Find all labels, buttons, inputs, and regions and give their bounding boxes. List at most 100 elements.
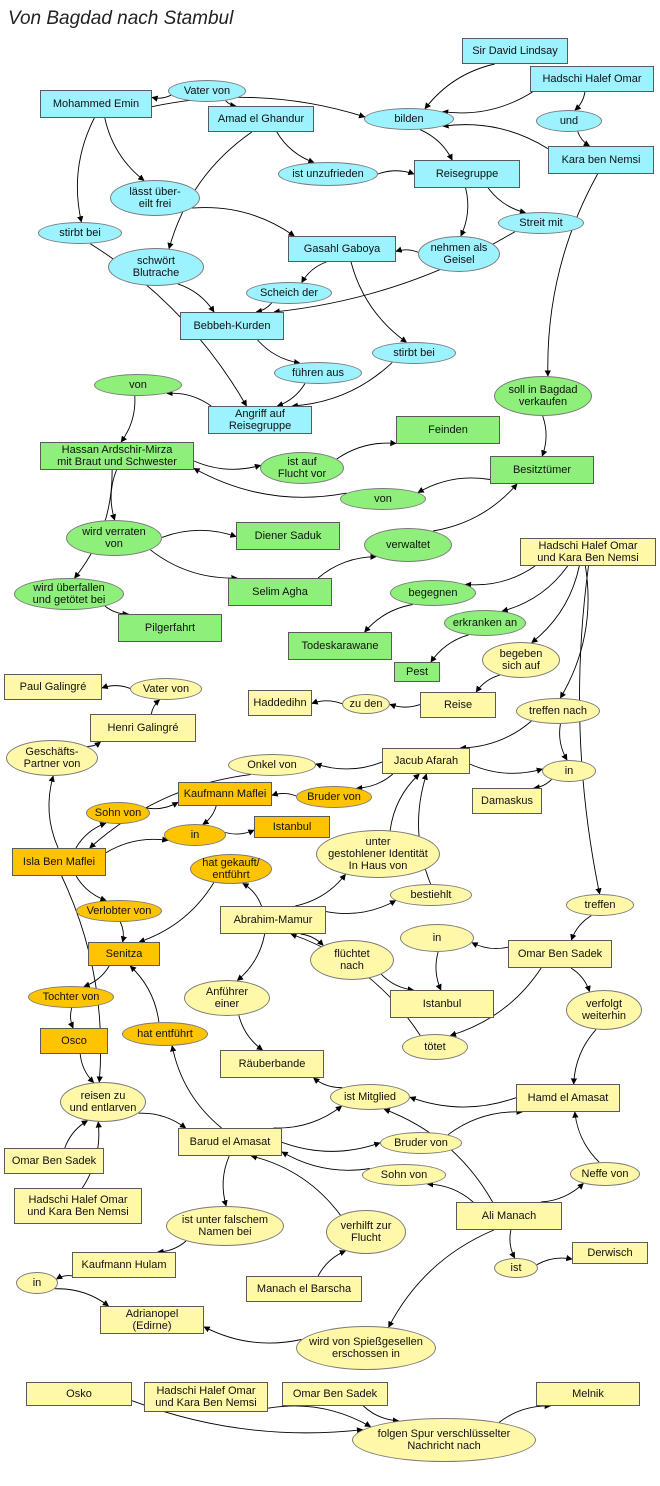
edge-hadschi-kara-1-to-begeben-sich-auf xyxy=(531,565,580,644)
edge-geschaeftspartner-to-henri-galingre xyxy=(87,741,101,748)
edge-omar-sadek-1-to-toetet xyxy=(449,967,542,1037)
node-besitztuemer: Besitztümer xyxy=(490,456,594,484)
edge-isla-to-reisen-zu xyxy=(61,875,103,1083)
node-hat-gekauft: hat gekauft/ entführt xyxy=(190,854,272,884)
edge-abrahim-to-unter-identitaet xyxy=(295,873,346,907)
node-stirbt-bei-2: stirbt bei xyxy=(372,342,456,364)
edge-kaufmann-maflei-to-in-2 xyxy=(202,805,217,825)
edge-reisegruppe-to-nehmen-als-geisel xyxy=(460,187,469,237)
edge-reisegruppe-to-streit-mit xyxy=(487,187,527,215)
node-abrahim: Abrahim-Mamur xyxy=(220,906,326,934)
node-damaskus: Damaskus xyxy=(472,788,542,814)
edge-wird-erschossen-to-adrianopel xyxy=(203,1326,302,1344)
node-treffen: treffen xyxy=(566,894,634,916)
edge-nehmen-als-geisel-to-gasahl xyxy=(395,246,419,253)
node-bebbeh: Bebbeh-Kurden xyxy=(180,312,284,340)
edge-sir-david-to-bilden xyxy=(424,63,495,110)
node-angriff: Angriff auf Reisegruppe xyxy=(208,406,312,434)
edge-vater-von-1-to-amad xyxy=(225,100,237,109)
node-osko: Osko xyxy=(26,1382,132,1406)
node-pilgerfahrt: Pilgerfahrt xyxy=(118,614,222,642)
edge-ist-mitglied-to-raeuberbande xyxy=(313,1077,343,1089)
node-todeskarawane: Todeskarawane xyxy=(288,632,392,660)
node-reisen-zu: reisen zu und entlarven xyxy=(60,1082,146,1122)
edge-treffen-to-omar-sadek-1 xyxy=(570,915,592,941)
edge-ist-auf-flucht-to-feinden xyxy=(336,439,397,460)
node-reisegruppe: Reisegruppe xyxy=(414,160,520,188)
edge-treffen-nach-to-in-1 xyxy=(559,723,568,761)
node-nehmen-als-geisel: nehmen als Geisel xyxy=(418,236,500,272)
node-vater-von-2: Vater von xyxy=(130,678,202,700)
edge-jacub-afarah-to-in-1 xyxy=(469,763,544,774)
node-unter-identitaet: unter gestohlener Identität In Haus von xyxy=(316,830,440,878)
edge-begeben-sich-auf-to-reise xyxy=(475,674,500,693)
node-ist-auf-flucht: ist auf Flucht vor xyxy=(260,452,344,484)
edge-schwoert-blutrache-to-bebbeh xyxy=(177,283,215,313)
edge-ali-manach-to-wird-erschossen xyxy=(388,1229,494,1328)
node-paul-galingre: Paul Galingré xyxy=(4,674,102,700)
node-isla: Isla Ben Maflei xyxy=(12,848,106,876)
node-fuehren-aus: führen aus xyxy=(274,362,362,384)
node-ist: ist xyxy=(494,1258,538,1278)
edge-barud-to-ist-unter-falschem xyxy=(221,1155,230,1207)
node-treffen-nach: treffen nach xyxy=(516,698,600,724)
edge-ali-manach-to-sohn-von-2 xyxy=(426,1181,474,1203)
edge-zu-den-to-haddedihn xyxy=(311,698,343,705)
edge-wird-ueberfallen-to-pilgerfahrt xyxy=(104,605,130,618)
edge-omar-sadek-2-to-reisen-zu xyxy=(64,1120,89,1149)
node-pest: Pest xyxy=(394,662,440,682)
edge-manach-barscha-to-verhilft-zur-flucht xyxy=(317,1250,347,1277)
edge-amad-to-schwoert-blutrache xyxy=(167,131,253,250)
node-toetet: tötet xyxy=(402,1034,468,1060)
edge-sohn-von-1-to-kaufmann-maflei xyxy=(146,801,179,810)
node-verhilft-zur-flucht: verhilft zur Flucht xyxy=(326,1210,406,1254)
edge-gasahl-to-scheich-der xyxy=(301,261,327,284)
edge-laesst-frei-to-gasahl xyxy=(192,207,295,237)
node-vater-von-1: Vater von xyxy=(168,80,246,102)
edge-abrahim-to-bestiehlt xyxy=(325,900,397,914)
node-laesst-frei: lässt über- eilt frei xyxy=(110,180,200,216)
node-anfuehrer-einer: Anführer einer xyxy=(184,980,270,1016)
edge-hadschi-kara-1-to-treffen-nach xyxy=(560,565,589,699)
edge-onkel-von-to-isla xyxy=(89,774,251,849)
node-jacub-afarah: Jacub Afarah xyxy=(382,748,470,774)
node-neffe-von: Neffe von xyxy=(570,1162,640,1186)
edge-isla-to-geschaeftspartner xyxy=(48,775,59,849)
node-hamd: Hamd el Amasat xyxy=(516,1084,620,1112)
node-schwoert-blutrache: schwört Blutrache xyxy=(108,248,204,286)
node-kaufmann-maflei: Kaufmann Maflei xyxy=(178,782,272,806)
edge-neffe-von-to-hamd xyxy=(572,1111,600,1163)
edge-gasahl-to-stirbt-bei-2 xyxy=(350,261,408,343)
edge-omar-sadek-1-to-in-3 xyxy=(471,942,509,949)
edge-hadschi-top-to-und xyxy=(574,91,586,111)
node-verwaltet: verwaltet xyxy=(364,528,452,562)
edge-wird-verraten-to-selim-agha xyxy=(150,549,238,582)
node-folgen-spur: folgen Spur verschlüsselter Nachricht na… xyxy=(352,1418,536,1462)
node-selim-agha: Selim Agha xyxy=(228,578,332,606)
edge-hat-entfuehrt-to-senitza xyxy=(129,965,160,1023)
edge-barud-to-hat-entfuehrt xyxy=(170,1045,222,1129)
node-mohammed-emin: Mohammed Emin xyxy=(40,90,152,118)
node-hassan: Hassan Ardschir-Mirza mit Braut und Schw… xyxy=(40,442,194,470)
edge-hamd-to-ist-mitglied xyxy=(409,1096,517,1108)
node-von-g1: von xyxy=(94,374,182,396)
edge-ali-manach-to-ist xyxy=(509,1229,516,1259)
node-bruder-von-2: Bruder von xyxy=(380,1132,462,1154)
edge-jacub-afarah-to-bruder-von-1 xyxy=(355,773,394,792)
edge-treffen-nach-to-jacub-afarah xyxy=(459,720,532,752)
node-istanbul-1: Istanbul xyxy=(254,816,330,838)
edge-erkranken-an-to-pest xyxy=(430,634,469,663)
node-begegnen: begegnen xyxy=(390,580,476,606)
edge-senitza-to-tochter-von xyxy=(83,965,110,988)
edge-verlobter-von-to-senitza xyxy=(119,921,127,943)
node-fluechtet-nach: flüchtet nach xyxy=(310,940,394,980)
node-hadschi-top: Hadschi Halef Omar xyxy=(530,66,654,92)
node-in-1: in xyxy=(542,760,596,782)
edge-isla-to-sohn-von-1 xyxy=(75,822,107,849)
node-derwisch: Derwisch xyxy=(572,1242,648,1264)
edge-besitztuemer-to-von-g2 xyxy=(417,477,491,493)
node-sohn-von-2: Sohn von xyxy=(362,1164,446,1186)
edge-hadschi-top-to-bilden xyxy=(441,91,533,116)
edge-mohammed-emin-to-laesst-frei xyxy=(104,117,145,181)
